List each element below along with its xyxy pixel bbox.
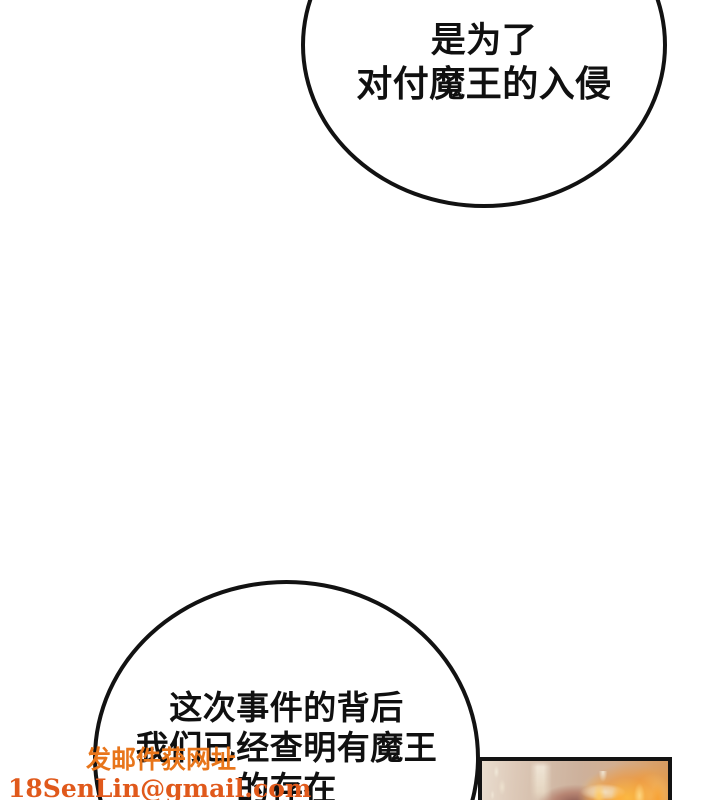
speech-bubble-bottom-line-3: 的存在 (236, 768, 337, 800)
speech-bubble-top-line-2: 对付魔王的入侵 (356, 63, 612, 105)
speech-bubble-top-line-1: 是为了 (430, 21, 538, 61)
art-flames-icon (584, 761, 668, 800)
speech-bubble-bottom-line-1: 这次事件的背后 (169, 688, 404, 727)
art-panel (478, 757, 672, 800)
speech-bubble-bottom-line-2: 我们已经查明有魔王 (135, 728, 438, 768)
art-filigree-left-icon (486, 763, 512, 800)
speech-bubble-top-text: 是为了 对付魔王的入侵 (301, 20, 667, 107)
speech-bubble-bottom-text: 这次事件的背后 我们已经查明有魔王 的存在 (93, 688, 480, 800)
art-candle-icon (530, 761, 552, 800)
